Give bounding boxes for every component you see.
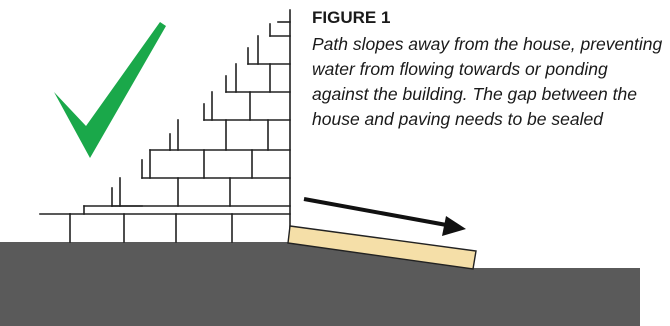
check-mark-icon bbox=[54, 22, 166, 158]
figure-caption: FIGURE 1 Path slopes away from the house… bbox=[312, 8, 668, 132]
figure-title: FIGURE 1 bbox=[312, 8, 391, 27]
slope-direction-arrow bbox=[303, 197, 466, 236]
ground bbox=[0, 242, 640, 326]
brick-wall bbox=[39, 9, 291, 243]
paving-slab bbox=[287, 225, 477, 270]
figure-caption-text: Path slopes away from the house, prevent… bbox=[312, 34, 663, 129]
